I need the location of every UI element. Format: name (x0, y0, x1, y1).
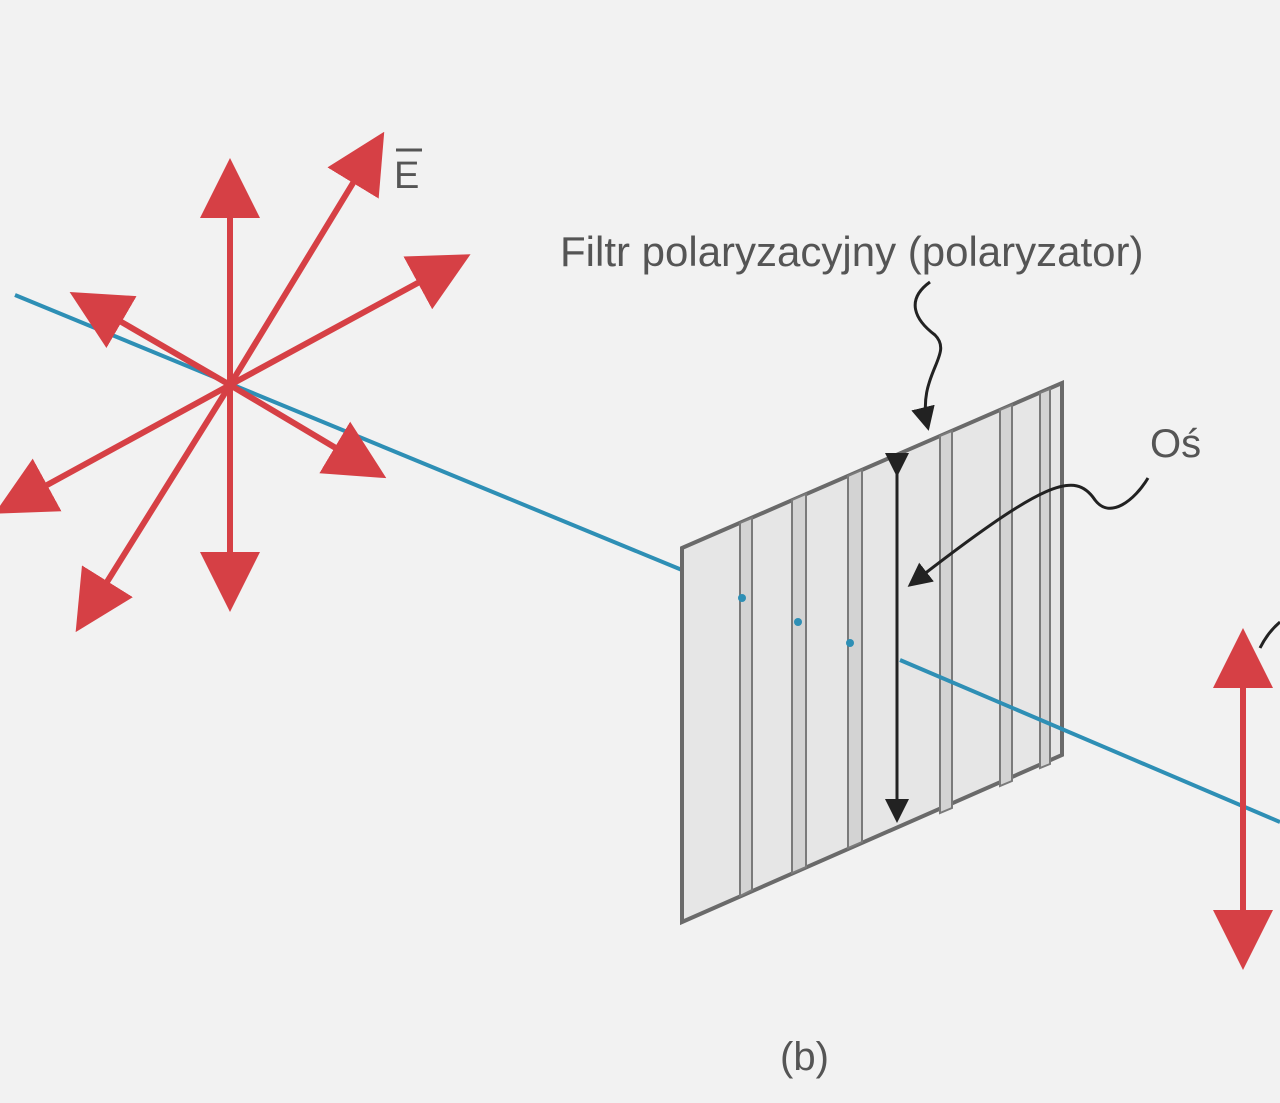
panel-label: (b) (780, 1035, 829, 1079)
e-arrow-right (228, 254, 471, 388)
beam-through-filter (738, 594, 854, 647)
polarizing-filter (680, 379, 1064, 926)
partial-pointer-right (1258, 620, 1280, 649)
field-vector-label: E (394, 155, 420, 197)
e-arrow-lower-right (228, 382, 387, 479)
axis-label-leader (907, 477, 1150, 587)
filter-label: Filtr polaryzacyjny (polaryzator) (560, 228, 1144, 275)
e-arrow-lower-left (75, 383, 233, 633)
e-arrow-upper-left (69, 291, 232, 388)
filter-stripes (739, 387, 1051, 898)
incoming-beam (14, 293, 683, 572)
axis-label: Oś (1150, 422, 1202, 466)
unpolarized-field-arrows (0, 131, 471, 633)
filter-label-leader (911, 280, 943, 431)
outgoing-beam (899, 658, 1280, 824)
e-arrow-left (0, 382, 232, 514)
e-arrow-upper-right (227, 131, 385, 387)
